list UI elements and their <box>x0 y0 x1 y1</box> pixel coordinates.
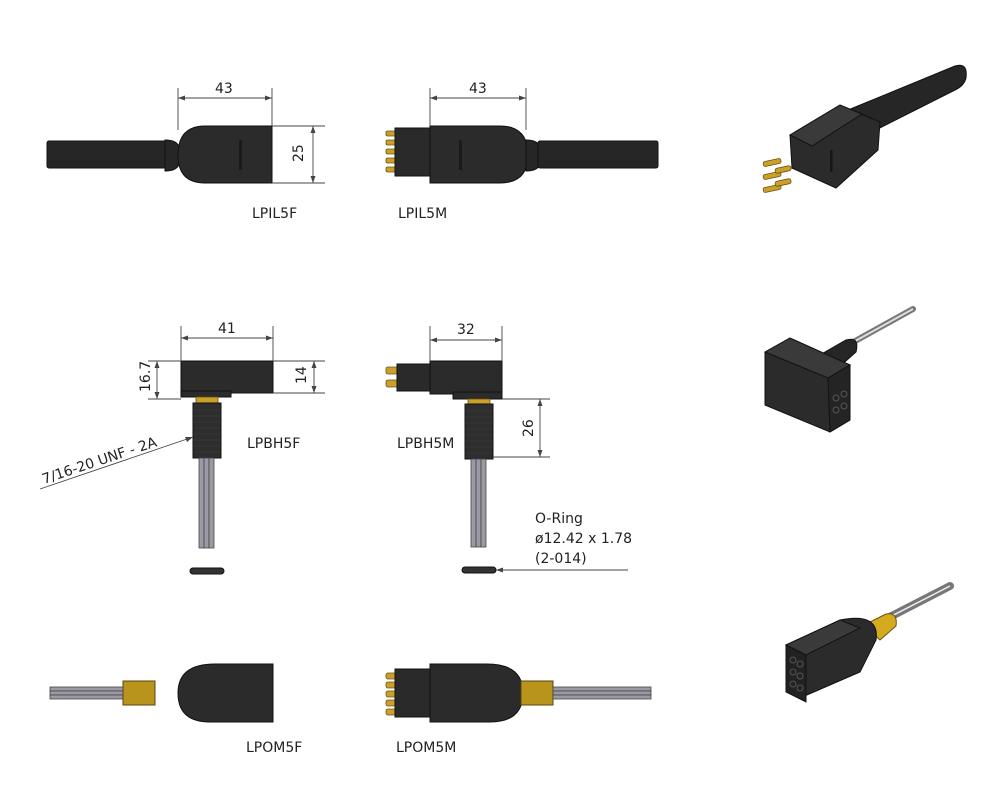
lpil5f-drawing: 43 25 <box>46 81 325 184</box>
oring-size: ø12.42 x 1.78 <box>535 531 632 547</box>
lpil5f-height-dim: 25 <box>291 144 307 162</box>
lpil5m-drawing: 43 <box>385 81 659 184</box>
lpil-iso-view <box>762 64 967 193</box>
male-pins <box>385 127 432 177</box>
lpil5m-length-dim: 43 <box>469 81 487 97</box>
lpom5m-drawing <box>385 663 652 723</box>
part-label-lpom5f: LPOM5F <box>246 740 302 756</box>
lpbh5f-overall-height-dim: 16.7 <box>138 361 154 392</box>
part-label-lpil5f: LPIL5F <box>252 206 297 222</box>
lpom5f-drawing <box>49 663 274 723</box>
part-label-lpil5m: LPIL5M <box>398 206 447 222</box>
part-label-lpbh5m: LPBH5M <box>397 436 454 452</box>
lpbh5m-width-dim: 32 <box>457 322 475 338</box>
thread-lines <box>193 409 221 453</box>
lpbh5m-drawing: 32 26 O-Ring ø12.42 x 1.78 (2-014) <box>385 322 632 574</box>
lpil5f-length-dim: 43 <box>215 81 233 97</box>
thread-spec-label: 7/16-20 UNF - 2A <box>40 434 159 487</box>
oring-title: O-Ring <box>535 511 583 527</box>
part-label-lpbh5f: LPBH5F <box>247 436 300 452</box>
lpom-iso-view <box>784 582 954 703</box>
lpbh5f-width-dim: 41 <box>218 321 236 337</box>
lpbh5m-thread-length-dim: 26 <box>521 419 537 437</box>
lpbh5f-drawing: 41 16.7 14 7/16-20 UNF - 2A <box>39 321 325 575</box>
lpbh-iso-view <box>763 306 916 433</box>
oring-code: (2-014) <box>535 551 587 567</box>
part-label-lpom5m: LPOM5M <box>396 740 456 756</box>
lpbh5f-body-height-dim: 14 <box>294 366 310 384</box>
